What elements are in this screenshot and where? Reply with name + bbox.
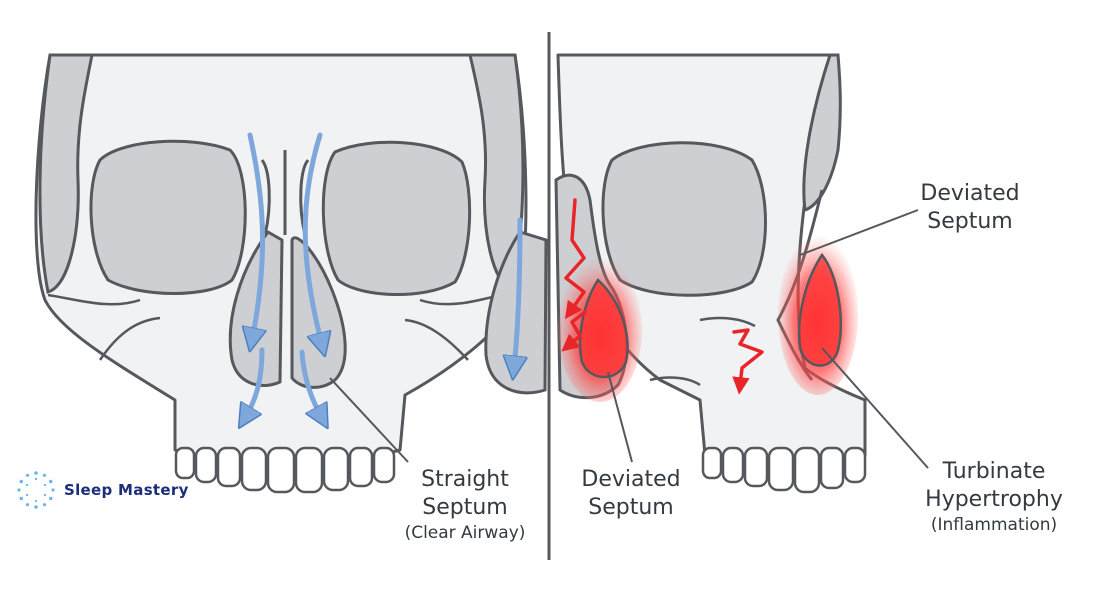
deviated-center-line1: Deviated <box>581 467 681 492</box>
left-cheek-line-left <box>47 293 161 361</box>
right-teeth <box>701 446 867 494</box>
airflow-arrow-3 <box>245 347 265 418</box>
left-temporal-shadow-left <box>38 53 94 294</box>
left-teeth <box>174 446 396 494</box>
obstructed-arrow-3 <box>732 328 764 395</box>
dotted-circle-icon <box>17 471 55 509</box>
left-skull <box>34 53 528 494</box>
deviated-center-leader <box>607 371 633 463</box>
turbinate-line1: Turbinate <box>942 459 1046 484</box>
left-temporal-shadow-right <box>468 53 525 293</box>
straight-septum-label: Straight Septum (Clear Airway) <box>392 466 538 544</box>
airflow-arrow-1 <box>250 132 263 340</box>
clear-airflow-arrows <box>245 132 322 418</box>
turbinate-hypertrophy-label: Turbinate Hypertrophy (Inflammation) <box>906 458 1082 536</box>
deviated-right-line2: Septum <box>927 208 1013 234</box>
deviated-septum-right-label: Deviated Septum <box>900 180 1040 235</box>
right-orbit <box>601 141 767 297</box>
right-swollen-turbinate <box>797 252 842 367</box>
clear-airway-note: (Clear Airway) <box>404 523 526 543</box>
left-orbit-right <box>321 140 472 296</box>
straight-septum-leader <box>329 377 409 463</box>
straight-septum-line2: Septum <box>422 494 508 520</box>
right-skull <box>484 53 929 494</box>
obstructed-arrow-1 <box>564 198 586 320</box>
airflow-arrow-4 <box>299 349 322 418</box>
center-airflow-arrow <box>514 217 520 368</box>
airflow-arrow-2 <box>302 132 322 345</box>
right-cheek-line <box>649 316 756 387</box>
deviated-center-line2: Septum <box>588 494 674 520</box>
center-swollen-turbinate <box>578 278 629 379</box>
obstructed-arrow-2 <box>561 310 587 352</box>
turbinate-line2: Hypertrophy <box>925 486 1063 512</box>
inflammation-note: (Inflammation) <box>930 515 1058 535</box>
straight-septum-line1: Straight <box>421 467 509 492</box>
deviated-septum-center-label: Deviated Septum <box>566 466 696 521</box>
left-orbit-left <box>89 139 247 295</box>
deviated-right-line1: Deviated <box>920 181 1020 206</box>
turbinate-leader <box>821 347 929 469</box>
obstructed-airflow-arrows <box>561 198 764 395</box>
brand-name: Sleep Mastery <box>64 481 189 499</box>
brand-logo: Sleep Mastery <box>16 468 189 512</box>
deviated-right-leader <box>799 209 919 256</box>
